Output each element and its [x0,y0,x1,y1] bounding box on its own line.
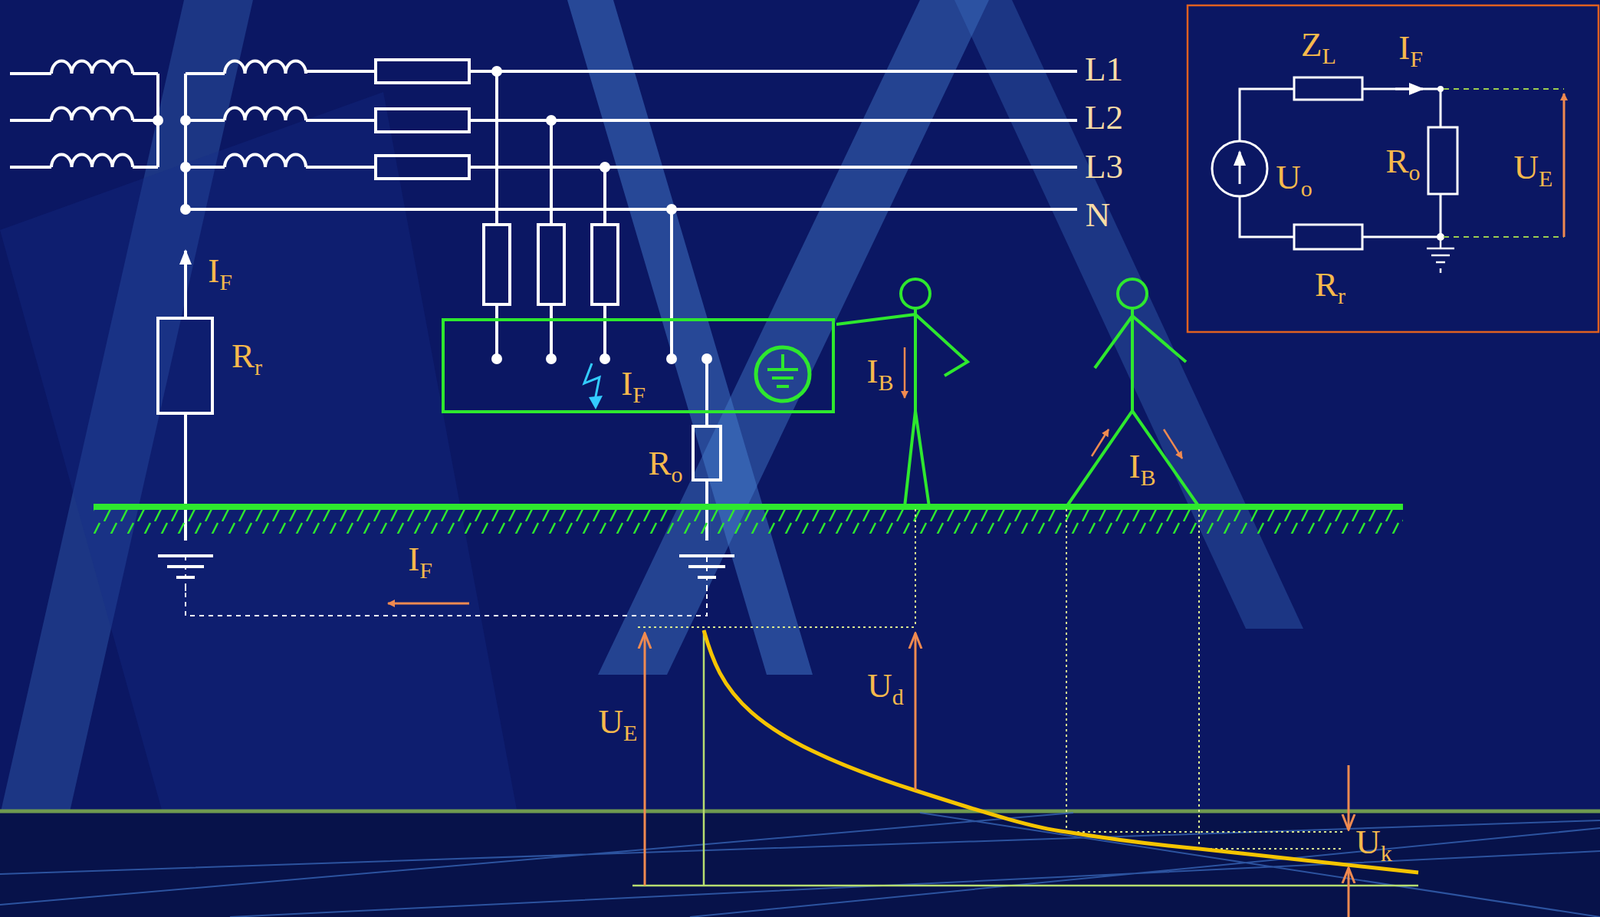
label-text: IF [407,542,433,583]
junction-dot [666,353,677,365]
current-arrow [183,250,188,319]
resistor-symbol [591,224,618,305]
label-text: Ro [1385,144,1420,185]
label-text: Ro [647,446,683,487]
wire [670,209,674,359]
junction-dot [599,353,611,365]
wire [132,165,158,169]
label-text: IF [1398,30,1423,72]
wire [305,69,376,73]
label-text: L2 [1084,100,1124,135]
label-text: IF [620,366,646,408]
resistor-symbol [157,318,213,414]
wire [183,73,188,210]
wire [305,118,376,122]
resistor-symbol [483,224,510,305]
label-text: Ud [867,668,904,710]
resistor-symbol [375,59,470,83]
label-text: IF [207,253,233,295]
junction-dot [599,161,611,173]
label-text: N [1085,197,1111,233]
resistor-symbol [538,224,565,305]
label-text: IB [866,354,894,395]
transformer-coil [51,61,133,74]
label-text: Uo [1275,160,1313,201]
label-text: L3 [1084,149,1124,184]
resistor-symbol [693,426,721,480]
junction-dot [491,65,503,77]
persons [836,279,1200,507]
label-text: UE [1514,150,1554,191]
junction-dot [180,114,191,126]
wire [705,358,709,427]
label-text: Rr [1314,267,1346,309]
equipment-enclosure: IF [441,318,835,414]
junction-dot [545,114,557,126]
junction-dot [545,353,557,365]
transformer-coil [224,108,306,121]
transformer-coil [51,108,133,121]
wire [469,118,1078,122]
label-text: L1 [1084,52,1124,87]
wire [495,71,499,225]
junction-dot [701,353,713,365]
potential-curve [185,347,1419,917]
wire [9,165,52,169]
label-text: Uk [1355,824,1393,866]
wire [185,165,225,169]
wire [495,304,499,359]
resistor-symbol [375,155,470,179]
transformer-coil [224,61,306,74]
wire [9,118,52,122]
transformer-coil [224,154,306,168]
transformer-coil [51,154,133,168]
junction-dot [152,114,164,126]
wire [132,72,158,76]
wire [185,118,225,122]
junction-dot [491,353,503,365]
label-text: ZL [1301,27,1337,69]
wire [9,72,52,76]
enclosure-symbols [584,347,810,410]
label-text: IB [1128,449,1156,490]
wire [185,72,225,76]
wire [469,69,1078,73]
junction-dot [666,203,677,215]
wire [549,304,553,359]
label-text: Rr [231,338,263,380]
wire [603,167,607,225]
label-text: UE [598,704,638,746]
wire [305,165,376,169]
resistor-symbol [375,108,470,132]
wire [603,304,607,359]
wire [469,165,1078,169]
wire [185,207,1078,211]
earth-surface [93,506,1403,534]
equivalent-circuit [1187,5,1599,332]
junction-dot [180,161,191,173]
